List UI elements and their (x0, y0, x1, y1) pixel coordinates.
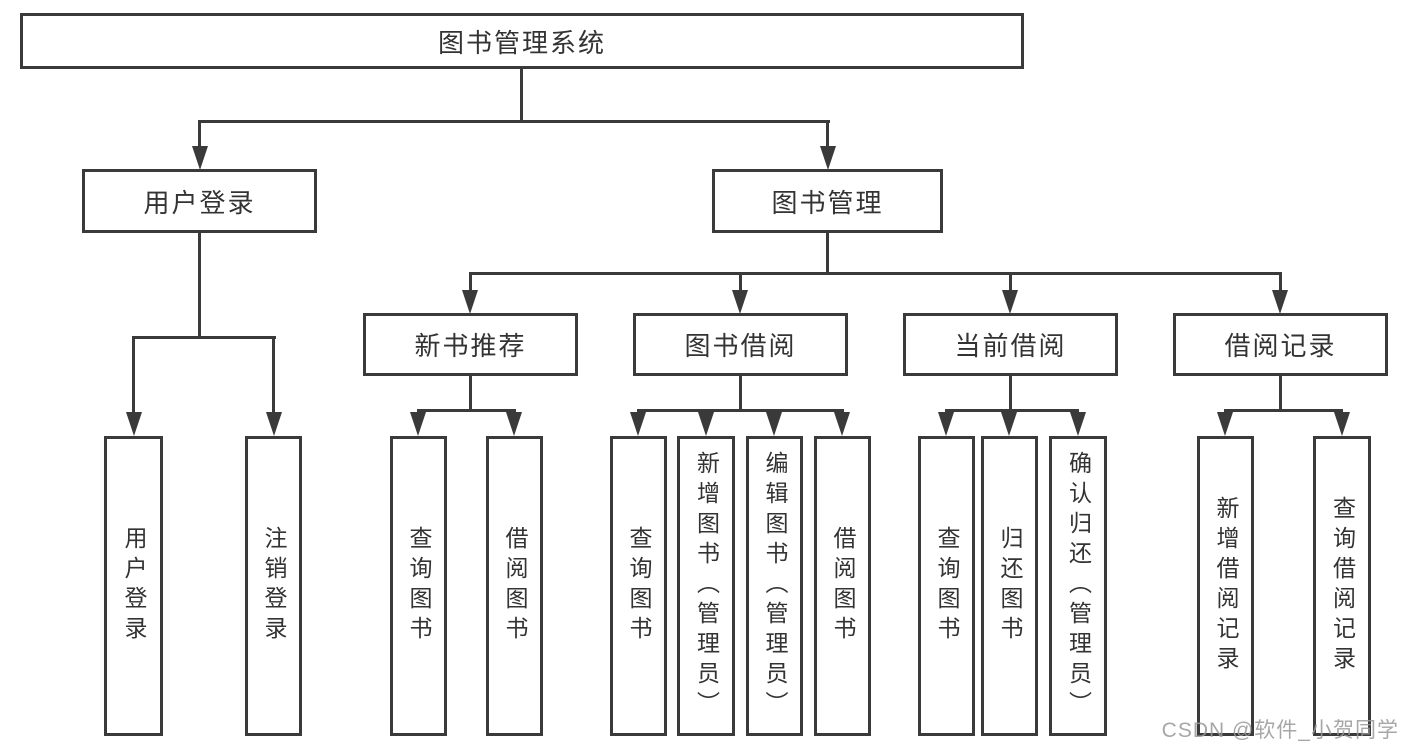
connector-borrow-record-stem (1279, 272, 1282, 292)
node-leaf-logout: 注销登录 (245, 436, 302, 736)
connector-book-mgmt-stem (826, 120, 829, 147)
node-leaf-newbook-borrow: 借阅图书 (486, 436, 543, 736)
arrowhead-down-icon (410, 412, 426, 436)
connector-borrow-record-down (1279, 376, 1282, 412)
node-borrow-record-group: 借阅记录 (1173, 313, 1388, 376)
node-leaf-record-add: 新增借阅记录 (1197, 436, 1254, 736)
arrowhead-down-icon (462, 290, 478, 314)
connector-user-login-rail (132, 336, 276, 339)
arrowhead-down-icon (630, 412, 646, 436)
csdn-watermark: CSDN @软件_小贺同学 (1161, 719, 1399, 742)
arrowhead-down-icon (766, 412, 782, 436)
connector-current-borrow-stem (1009, 272, 1012, 292)
node-root: 图书管理系统 (20, 13, 1024, 69)
arrowhead-down-icon (1001, 412, 1017, 436)
node-leaf-borrow-borrow: 借阅图书 (814, 436, 871, 736)
arrowhead-down-icon (938, 412, 954, 436)
node-leaf-current-return: 归还图书 (981, 436, 1038, 736)
arrowhead-down-icon (834, 412, 850, 436)
node-leaf-current-confirm: 确认归还（管理员） (1049, 436, 1107, 736)
connector-root-stub (520, 69, 523, 122)
node-leaf-borrow-search: 查询图书 (610, 436, 667, 736)
connector-user-login-stem (198, 120, 201, 147)
node-book-mgmt-branch: 图书管理 (712, 169, 943, 233)
node-new-book-group: 新书推荐 (363, 313, 578, 376)
connector-book-borrow-down (739, 376, 742, 412)
arrowhead-down-icon (266, 412, 282, 436)
connector-current-borrow-down (1009, 376, 1012, 412)
arrowhead-down-icon (192, 146, 208, 170)
arrowhead-down-icon (1002, 290, 1018, 314)
node-current-borrow-group: 当前借阅 (903, 313, 1118, 376)
connector-leaf-stem (513, 409, 516, 414)
arrowhead-down-icon (820, 146, 836, 170)
connector-book-borrow-stem (739, 272, 742, 292)
connector-borrow-record-rail (1224, 409, 1343, 412)
node-leaf-user-login: 用户登录 (104, 436, 163, 736)
connector-leaf-logout-stem (272, 336, 275, 413)
connector-new-book-down (469, 376, 472, 412)
connector-leaf-stem (417, 409, 420, 414)
arrowhead-down-icon (732, 290, 748, 314)
arrowhead-down-icon (126, 412, 142, 436)
connector-level2-rail (198, 120, 830, 123)
node-leaf-current-search: 查询图书 (918, 436, 975, 736)
arrowhead-down-icon (506, 412, 522, 436)
connector-leaf-login-stem (132, 336, 135, 413)
connector-current-borrow-rail (945, 409, 1079, 412)
node-user-login-branch: 用户登录 (82, 169, 317, 233)
arrowhead-down-icon (1217, 412, 1233, 436)
node-leaf-borrow-edit: 编辑图书（管理员） (746, 436, 803, 736)
arrowhead-down-icon (698, 412, 714, 436)
connector-new-book-rail (417, 409, 516, 412)
connector-level3-rail (469, 272, 1282, 275)
arrowhead-down-icon (1070, 412, 1086, 436)
connector-book-mgmt-down (826, 233, 829, 274)
connector-user-login-down (198, 233, 201, 339)
node-leaf-record-search: 查询借阅记录 (1313, 436, 1371, 736)
node-book-borrow-group: 图书借阅 (633, 313, 848, 376)
node-leaf-newbook-search: 查询图书 (390, 436, 447, 736)
connector-new-book-stem (469, 272, 472, 292)
arrowhead-down-icon (1272, 290, 1288, 314)
arrowhead-down-icon (1334, 412, 1350, 436)
connector-book-borrow-rail (637, 409, 844, 412)
node-leaf-borrow-add: 新增图书（管理员） (677, 436, 735, 736)
